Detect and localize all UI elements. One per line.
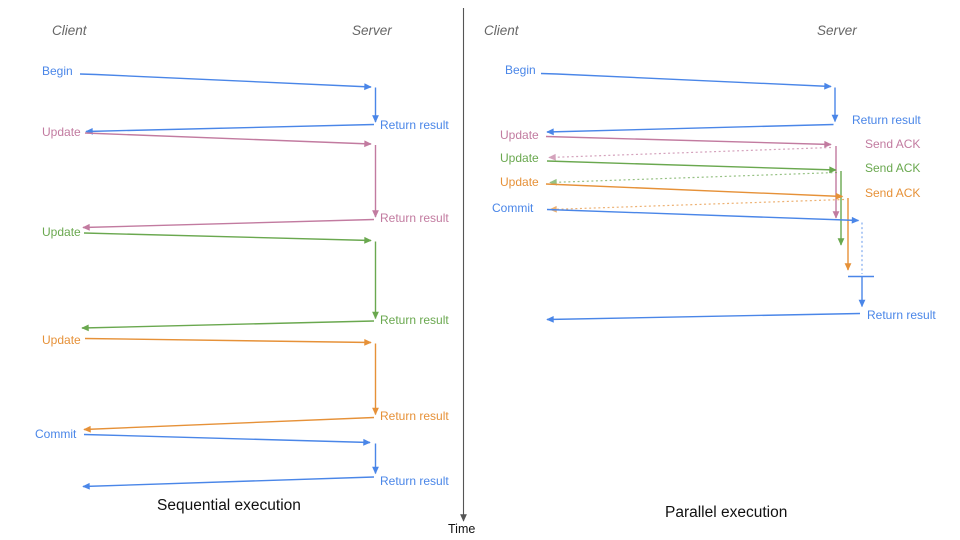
seq-begin-result-label: Return result	[380, 118, 449, 132]
par-begin-request-arrow	[540, 72, 832, 90]
seq-commit-request-arrow	[83, 433, 371, 446]
par-begin-label: Begin	[505, 63, 536, 77]
seq-update3-request-arrow	[84, 337, 372, 346]
seq-update1-response-arrow	[82, 218, 375, 231]
seq-update3-response-arrow	[83, 416, 375, 433]
parallel-panel-title: Parallel execution	[665, 504, 788, 521]
parallel-server-header: Server	[817, 23, 857, 38]
seq-update2-result-label: Return result	[380, 313, 449, 327]
seq-update2-response-arrow	[81, 320, 375, 332]
par-begin-response-arrow	[546, 123, 834, 136]
par-begin-result-label: Return result	[852, 113, 921, 127]
par-update3-label: Update	[500, 175, 539, 189]
par-update2-request-arrow	[546, 160, 837, 174]
par-update2-ack-label: Send ACK	[865, 161, 921, 175]
seq-begin-request-arrow	[79, 73, 372, 91]
seq-update1-result-label: Return result	[380, 211, 449, 225]
seq-commit-label: Commit	[35, 427, 77, 441]
par-update3-ack-label: Send ACK	[865, 186, 921, 200]
par-update1-label: Update	[500, 128, 539, 142]
par-update1-request-arrow	[545, 135, 832, 148]
sequential-server-header: Server	[352, 23, 392, 38]
seq-begin-label: Begin	[42, 64, 73, 78]
par-update1-ack-arrow	[548, 146, 832, 161]
par-update2-ack-arrow	[549, 171, 838, 186]
par-commit-request-arrow	[546, 208, 860, 224]
seq-update1-label: Update	[42, 125, 81, 139]
sequential-panel-title: Sequential execution	[157, 497, 301, 514]
seq-update3-result-label: Return result	[380, 409, 449, 423]
seq-begin-response-arrow	[85, 123, 375, 135]
par-update3-request-arrow	[545, 183, 844, 200]
seq-update3-label: Update	[42, 333, 81, 347]
par-commit-result-label: Return result	[867, 308, 936, 322]
sequential-panel-lines	[79, 73, 379, 490]
parallel-panel-lines	[540, 72, 874, 323]
seq-commit-result-label: Return result	[380, 474, 449, 488]
seq-update2-label: Update	[42, 225, 81, 239]
sequential-client-header: Client	[52, 23, 87, 38]
seq-update2-request-arrow	[83, 232, 372, 244]
par-update3-ack-arrow	[549, 198, 845, 213]
time-axis-label: Time	[448, 522, 476, 536]
par-commit-label: Commit	[492, 201, 534, 215]
seq-commit-response-arrow	[82, 476, 375, 490]
seq-update1-request-arrow	[84, 132, 372, 148]
par-commit-response-arrow	[546, 312, 861, 323]
par-update1-ack-label: Send ACK	[865, 137, 921, 151]
parallel-client-header: Client	[484, 23, 519, 38]
par-update2-label: Update	[500, 151, 539, 165]
